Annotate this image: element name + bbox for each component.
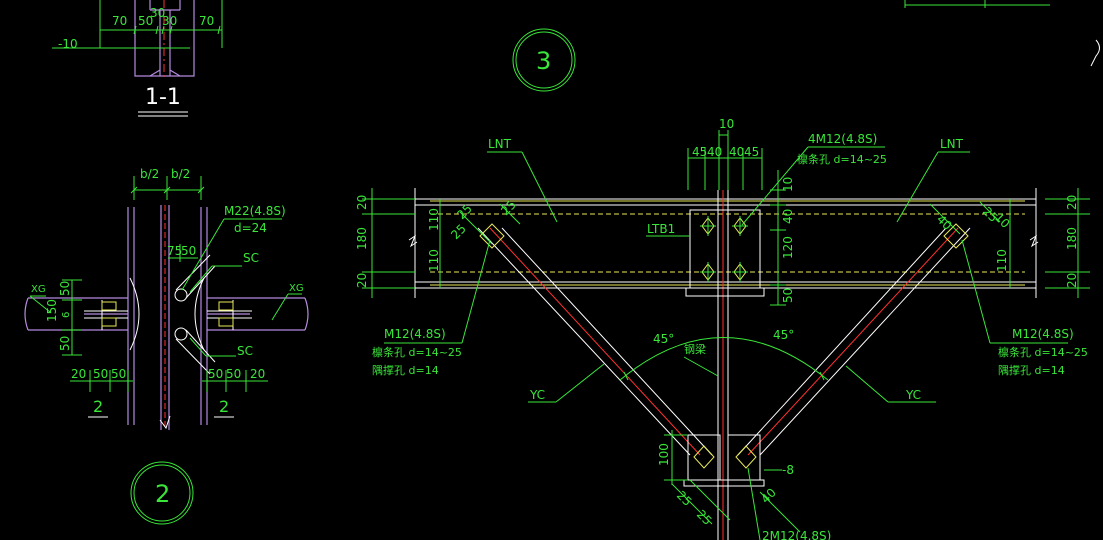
section-marker-2-left: 2: [93, 397, 103, 416]
dim-45-right: 45: [744, 145, 759, 159]
detail-2-view: b/2 b/2 M22(4.8S) d=24 75 50 SC SC XG XG…: [24, 167, 309, 525]
dim-50-left-2: 50: [111, 367, 126, 381]
sc-label-top: SC: [243, 251, 259, 265]
v-50-top: 50: [58, 281, 72, 296]
right-dim-20-top: 20: [1065, 195, 1079, 210]
half-b-left: b/2: [140, 167, 159, 181]
left-bolt-spec: M12(4.8S): [384, 327, 446, 341]
bolt-hole-d24: d=24: [234, 221, 267, 235]
left-dim-20-top: 20: [355, 195, 369, 210]
dim-40-right: 40: [729, 145, 744, 159]
dim-10-top: 10: [719, 117, 734, 131]
bottom-dim-25-a: 25: [674, 488, 695, 509]
right-dim-180: 180: [1065, 227, 1079, 250]
dim-30-a: 30: [150, 6, 165, 20]
dim-50-left-1: 50: [93, 367, 108, 381]
detail-label-3: 3: [536, 47, 551, 75]
top-right-fragment: [904, 0, 1050, 8]
right-dim-20-bottom: 20: [1065, 273, 1079, 288]
v-40: 40: [781, 209, 795, 224]
bolt-spec-m22: M22(4.8S): [224, 204, 286, 218]
v-6: 6: [61, 312, 72, 318]
angle-left: 45°: [653, 332, 674, 346]
lnt-label-right: LNT: [940, 137, 964, 151]
dim-70-left: 70: [112, 14, 127, 28]
v-50-bottom: 50: [58, 336, 72, 351]
right-edge-fragment: [1090, 39, 1100, 67]
dim-30-b: 30: [162, 14, 177, 28]
left-dim-110-b: 110: [427, 249, 441, 272]
right-bolt-spec: M12(4.8S): [1012, 327, 1074, 341]
plate-thickness: -8: [782, 463, 794, 477]
dim-50-right-2: 50: [226, 367, 241, 381]
top-bolt-spec: 4M12(4.8S): [808, 132, 877, 146]
left-dim-180: 180: [355, 227, 369, 250]
xg-label-left: XG: [31, 284, 46, 295]
v-50: 50: [781, 288, 795, 303]
dim-20-left: 20: [71, 367, 86, 381]
right-hole-brace: 隅撑孔 d=14: [998, 363, 1065, 377]
angle-right: 45°: [773, 328, 794, 342]
xg-label-right: XG: [289, 283, 304, 294]
dim-45-left: 45: [692, 145, 707, 159]
dim-50-right-1: 50: [208, 367, 223, 381]
dim-50: 50: [138, 14, 153, 28]
v-150: 150: [45, 299, 59, 322]
bottom-bolt-spec: 2M12(4.8S): [762, 529, 831, 540]
elevation-label: -10: [58, 37, 78, 51]
detail-circle-2: [130, 461, 194, 525]
dim-75: 75: [167, 244, 182, 258]
section-1-1-view: 70 50 30 30 70 -10 1-1: [52, 0, 223, 117]
left-dim-110-a: 110: [427, 208, 441, 231]
section-title-1-1: 1-1: [145, 85, 181, 110]
v-120: 120: [781, 236, 795, 259]
left-hole-purlin: 檩条孔 d=14~25: [372, 345, 462, 359]
yc-label-left: YC: [529, 388, 545, 402]
detail-circle-3: [512, 28, 576, 92]
dim-50: 50: [181, 244, 196, 258]
right-hole-purlin: 檩条孔 d=14~25: [998, 345, 1088, 359]
bottom-dim-25-b: 25: [694, 507, 715, 528]
yc-label-right: YC: [905, 388, 921, 402]
dim-20-right: 20: [250, 367, 265, 381]
dim-40-left: 40: [707, 145, 722, 159]
v-10: 10: [781, 177, 795, 192]
ltb1-label: LTB1: [647, 222, 675, 236]
gusset-dim-25-c: 25: [448, 221, 469, 242]
sc-label-bottom: SC: [237, 344, 253, 358]
dim-70-right: 70: [199, 14, 214, 28]
detail-3-view: 3 45° 45° 钢梁 LNT LN: [355, 28, 1090, 540]
gusset-dim-40: 40: [934, 212, 955, 233]
section-marker-2-right: 2: [219, 397, 229, 416]
bottom-dim-40: 40: [758, 485, 779, 506]
top-bolt-hole: 檩条孔 d=14~25: [797, 152, 887, 166]
lnt-label-left: LNT: [488, 137, 512, 151]
left-hole-brace: 隅撑孔 d=14: [372, 363, 439, 377]
gangliang-label: 钢梁: [684, 342, 706, 356]
half-b-right: b/2: [171, 167, 190, 181]
detail-label-2: 2: [155, 480, 170, 508]
right-dim-110: 110: [995, 249, 1009, 272]
left-dim-20-bottom: 20: [355, 273, 369, 288]
v-100: 100: [657, 443, 671, 466]
